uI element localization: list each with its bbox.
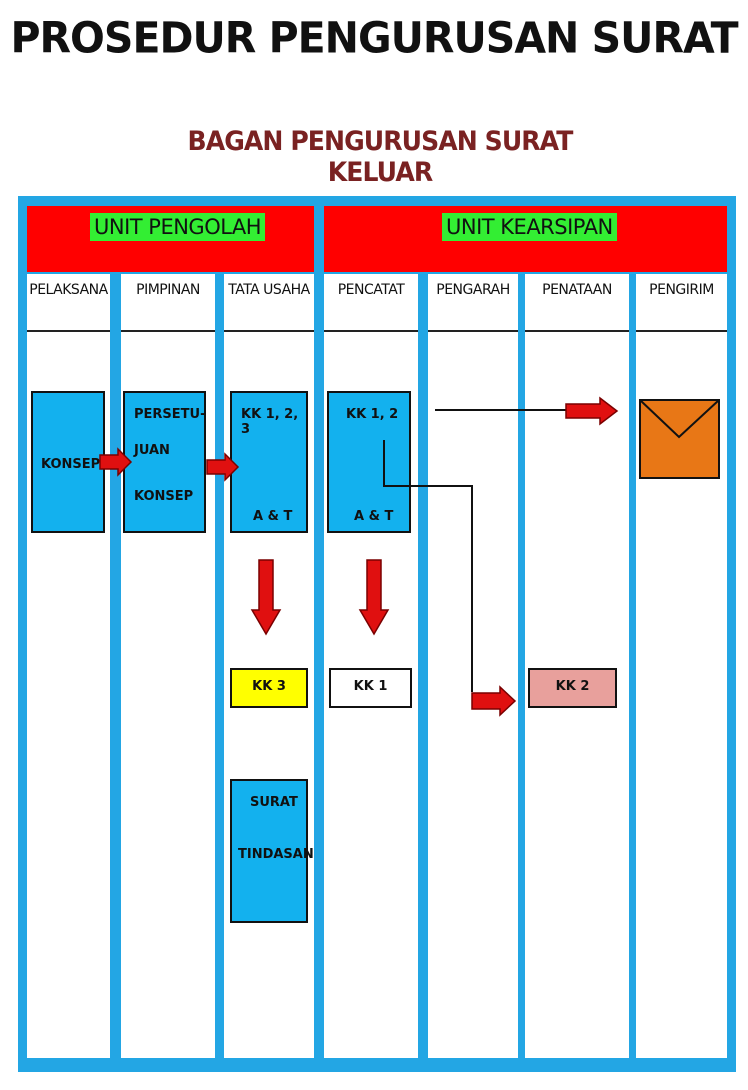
header-divider xyxy=(636,330,727,332)
column-header-pengirim: PENGIRIM xyxy=(649,282,714,298)
connector-to-penataan xyxy=(383,440,473,692)
box-pencatat: KK 1, 2 A & T xyxy=(327,391,411,533)
header-divider xyxy=(121,330,215,332)
box-kk2: KK 2 xyxy=(528,668,617,708)
box-surat-line1: SURAT xyxy=(250,795,298,810)
box-konsep-label: KONSEP xyxy=(41,457,101,472)
box-surat-tindasan: SURAT TINDASAN xyxy=(230,779,314,923)
box-tata-usaha-bottom: A & T xyxy=(253,509,293,524)
box-konsep: KONSEP xyxy=(31,391,105,533)
box-kk1: KK 1 xyxy=(329,668,412,708)
arrow-konsep-to-persetujuan xyxy=(99,447,133,477)
arrow-tata-usaha-down xyxy=(250,559,282,636)
column-header-pengarah: PENGARAH xyxy=(436,282,510,298)
page-subtitle: BAGAN PENGURUSAN SURAT KELUAR xyxy=(187,126,574,188)
page-title: PROSEDUR PENGURUSAN SURAT xyxy=(10,12,738,64)
box-persetujuan-konsep: PERSETU- JUAN KONSEP xyxy=(123,391,206,533)
box-surat-line2: TINDASAN xyxy=(238,847,314,862)
envelope-icon xyxy=(639,399,720,479)
column-header-pimpinan: PIMPINAN xyxy=(136,282,200,298)
box-pencatat-bottom: A & T xyxy=(354,509,394,524)
header-divider xyxy=(224,330,314,332)
unit-kearsipan-label: UNIT KEARSIPAN xyxy=(442,213,617,241)
header-divider xyxy=(324,330,418,332)
arrow-to-penataan xyxy=(471,685,517,717)
arrow-pencatat-down xyxy=(358,559,390,636)
box-pencatat-top: KK 1, 2 xyxy=(346,407,399,422)
column-header-tata-usaha: TATA USAHA xyxy=(228,282,310,298)
unit-pengolah-label: UNIT PENGOLAH xyxy=(90,213,266,241)
column-header-pencatat: PENCATAT xyxy=(337,282,405,298)
arrow-to-pengirim xyxy=(565,396,619,426)
column-header-pelaksana: PELAKSANA xyxy=(29,282,108,298)
arrow-persetujuan-to-tata-usaha xyxy=(206,452,240,482)
box-persetujuan-line2: JUAN xyxy=(134,443,170,458)
box-persetujuan-line3: KONSEP xyxy=(134,489,194,504)
header-divider xyxy=(428,330,518,332)
box-tata-usaha: KK 1, 2, 3 A & T xyxy=(230,391,308,533)
box-persetujuan-line1: PERSETU- xyxy=(134,407,206,422)
column-header-penataan: PENATAAN xyxy=(542,282,612,298)
header-divider xyxy=(525,330,629,332)
box-kk3: KK 3 xyxy=(230,668,308,708)
box-tata-usaha-top: KK 1, 2, 3 xyxy=(241,407,299,437)
header-divider xyxy=(27,330,110,332)
